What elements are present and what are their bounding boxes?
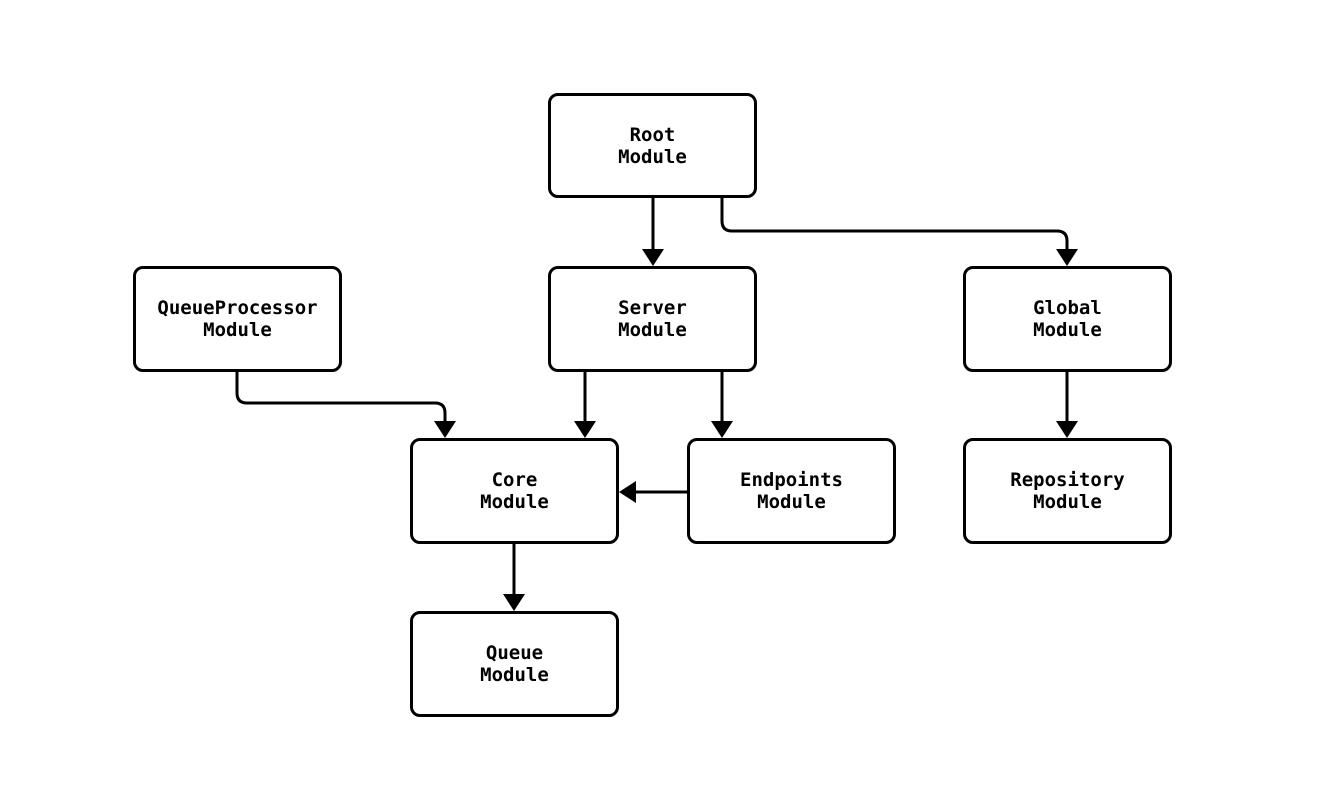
node-endpoints-module: Endpoints Module — [687, 438, 896, 544]
node-queueprocessor-module: QueueProcessor Module — [133, 266, 342, 372]
edge-endpoints-core — [619, 481, 687, 503]
node-queue-module: Queue Module — [410, 611, 619, 717]
node-core-module: Core Module — [410, 438, 619, 544]
edge-root-server — [642, 198, 664, 266]
edge-queueprocessor-core — [235, 372, 456, 438]
edge-server-core — [574, 372, 596, 438]
node-server-module: Server Module — [548, 266, 757, 372]
edge-global-repository — [1056, 372, 1078, 438]
edge-root-global — [720, 198, 1078, 266]
node-global-module: Global Module — [963, 266, 1172, 372]
edge-core-queue — [503, 544, 525, 611]
node-repository-module: Repository Module — [963, 438, 1172, 544]
edge-server-endpoints — [711, 372, 733, 438]
node-root-module: Root Module — [548, 93, 757, 198]
